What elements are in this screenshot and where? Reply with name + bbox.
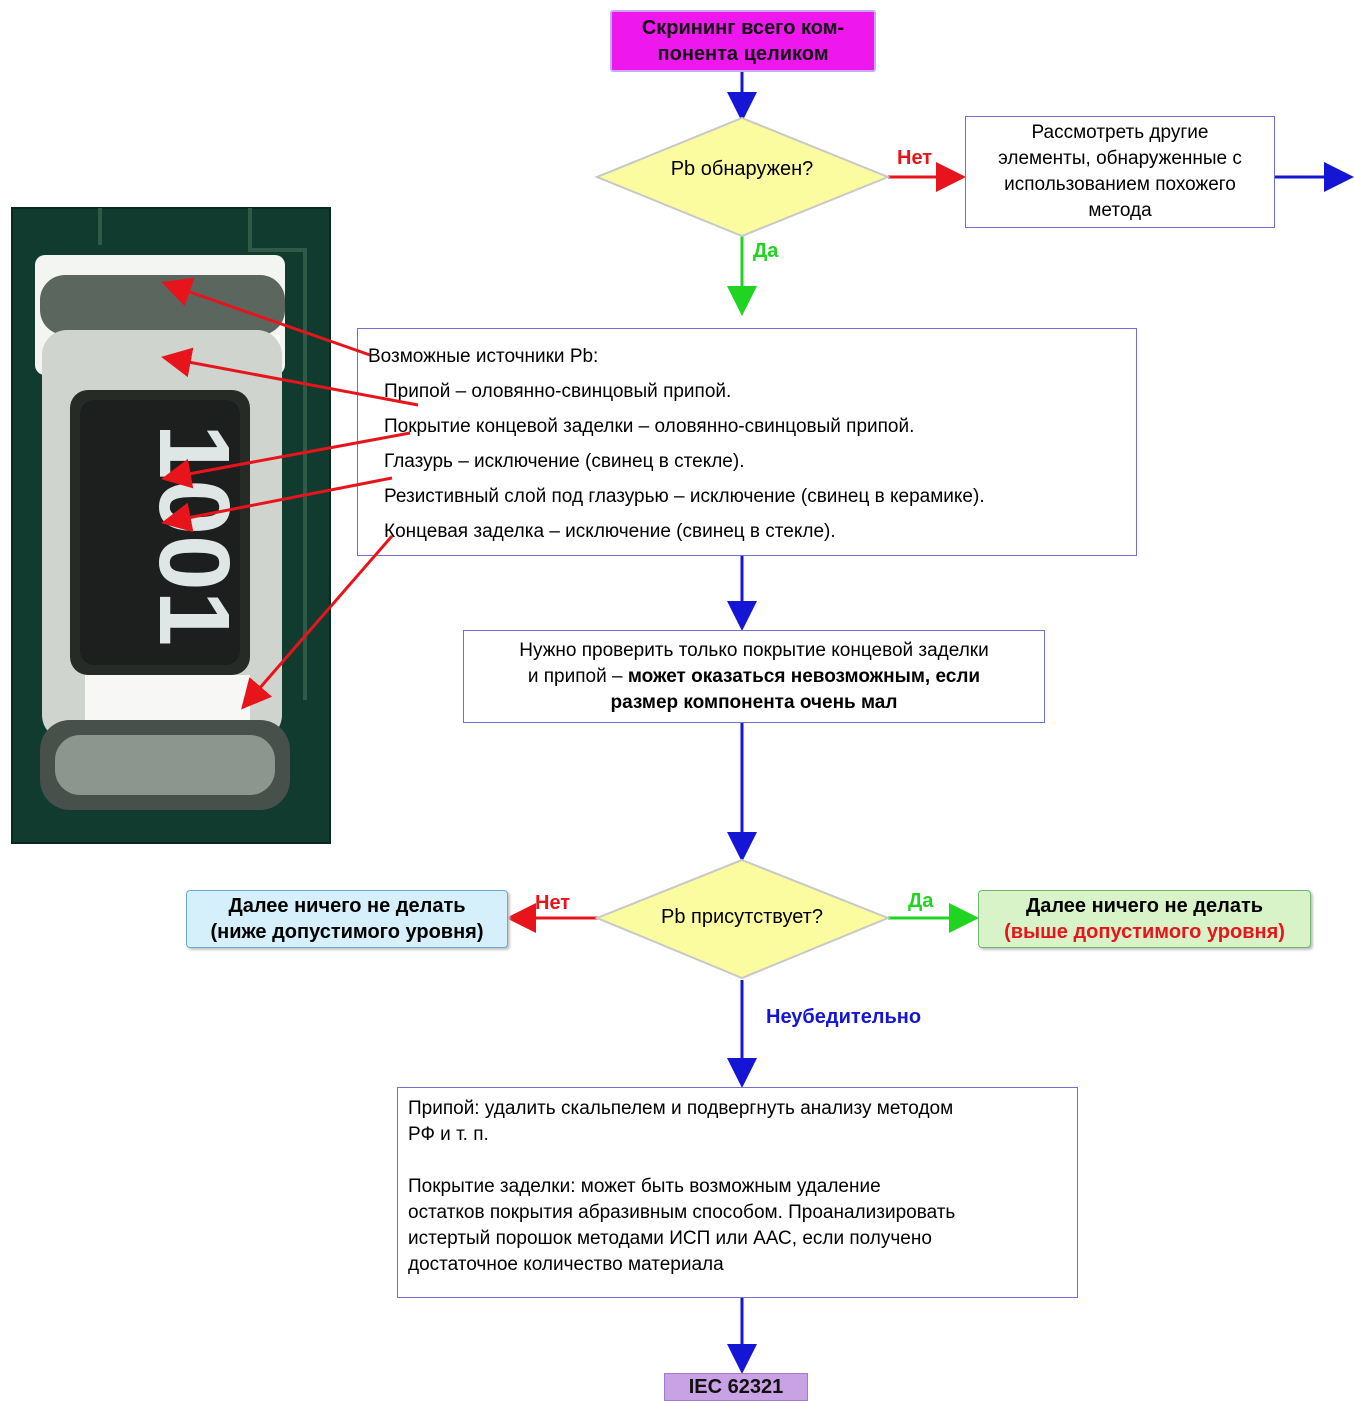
pointer-termination-coating <box>161 347 419 407</box>
other-line3: использованием похожего <box>1004 174 1236 195</box>
analysis-box: Припой: удалить скальпелем и подвергнуть… <box>397 1087 1078 1298</box>
start-text-line2: понента целиком <box>657 43 829 65</box>
analysis-spacer <box>408 1148 1067 1174</box>
check-box: Нужно проверить только покрытие концевой… <box>463 630 1045 723</box>
resistor-marking: 1001 <box>138 424 250 646</box>
check-line2: и припой – может оказаться невозможным, … <box>528 664 980 690</box>
start-node: Скрининг всего ком- понента целиком <box>610 10 876 72</box>
end-text: IEC 62321 <box>688 1375 784 1398</box>
pointer-glaze <box>161 431 411 489</box>
analysis-p2-line2: остатков покрытия абразивным способом. П… <box>408 1202 956 1223</box>
above-limit-box: Далее ничего не делать (выше допустимого… <box>978 890 1311 948</box>
below-line2: (ниже допустимого уровня) <box>210 921 484 943</box>
analysis-p2-line4: достаточное количество материала <box>408 1254 724 1275</box>
check-line2-normal: и припой – <box>527 665 628 687</box>
source-item-termination-coating: Покрытие концевой заделки – оловянно-сви… <box>384 416 915 437</box>
decision2-no-label: Нет <box>535 892 571 914</box>
check-line1: Нужно проверить только покрытие концевой… <box>519 639 989 661</box>
below-limit-box: Далее ничего не делать (ниже допустимого… <box>186 890 508 948</box>
sources-title: Возможные источники Pb: <box>368 346 599 367</box>
analysis-p1-line1: Припой: удалить скальпелем и подвергнуть… <box>408 1098 954 1119</box>
pointer-solder <box>161 277 371 357</box>
decision1-yes-label: Да <box>753 240 779 262</box>
source-item-glaze: Глазурь – исключение (свинец в стекле). <box>384 451 745 472</box>
other-line2: элементы, обнаруженные с <box>998 148 1242 169</box>
other-line4: метода <box>1088 200 1152 221</box>
check-line3: размер компонента очень мал <box>610 691 898 713</box>
other-elements-box: Рассмотреть другие элементы, обнаруженны… <box>965 116 1275 228</box>
decision1-text: Pb обнаружен? <box>670 158 814 180</box>
other-line1: Рассмотреть другие <box>1031 122 1209 143</box>
source-item-resistive-layer: Резистивный слой под глазурью – исключен… <box>384 486 985 507</box>
above-line2: (выше допустимого уровня) <box>1004 921 1285 943</box>
analysis-p2-line1: Покрытие заделки: может быть возможным у… <box>408 1176 881 1197</box>
decision1-no-label: Нет <box>897 147 933 169</box>
analysis-p2-line3: истертый порошок методами ИСП или ААС, е… <box>408 1228 932 1249</box>
decision2-yes-label: Да <box>908 890 934 912</box>
source-item-termination: Концевая заделка – исключение (свинец в … <box>384 521 836 542</box>
check-line2-bold: может оказаться невозможным, если <box>627 665 981 687</box>
source-item-solder: Припой – оловянно-свинцовый припой. <box>384 381 732 402</box>
decision2-text: Pb присутствует? <box>661 906 823 928</box>
pointer-resistive-layer <box>161 476 393 533</box>
end-node: IEC 62321 <box>664 1373 808 1401</box>
below-line1: Далее ничего не делать <box>228 895 466 917</box>
start-text-line1: Скрининг всего ком- <box>641 17 845 39</box>
sources-box: Возможные источники Pb: Припой – оловянн… <box>357 328 1137 556</box>
analysis-p1-line2: РФ и т. п. <box>408 1124 489 1145</box>
decision2-inconclusive-label: Неубедительно <box>766 1006 922 1028</box>
pointer-termination <box>241 535 394 710</box>
above-line1: Далее ничего не делать <box>1025 895 1264 917</box>
